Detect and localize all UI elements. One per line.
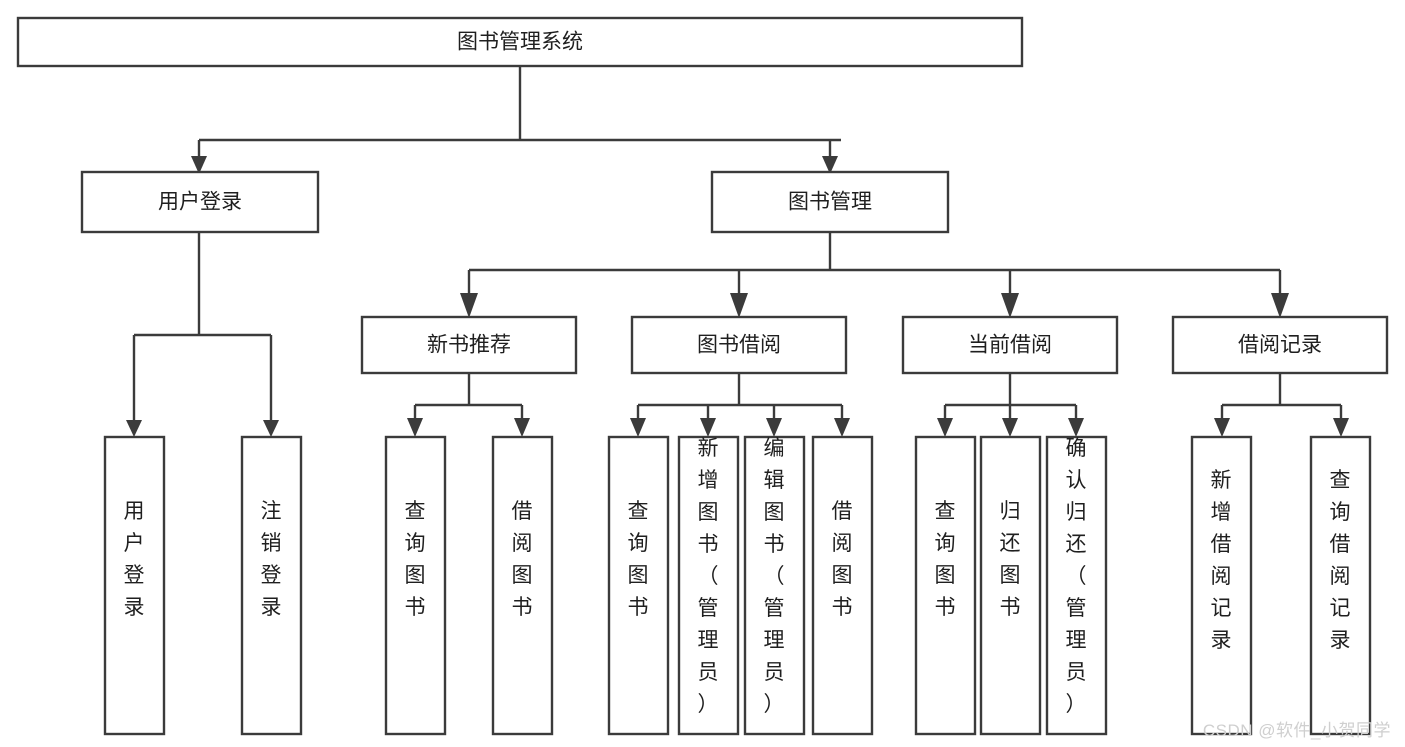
arrow-current-l1 (937, 418, 953, 437)
leaf-logout-box[interactable] (240, 435, 303, 736)
leaf-user-login-box[interactable] (103, 435, 166, 736)
arrow-login-c2 (263, 420, 279, 437)
arrow-bookmgmt-c4 (1271, 293, 1289, 318)
leaf-current-query-book[interactable]: 查询图书 (914, 435, 977, 736)
leaf-user-login-label: 用户登录 (124, 500, 145, 619)
node-book-borrow-label: 图书借阅 (697, 334, 781, 357)
node-user-login-box[interactable] (80, 170, 320, 234)
csdn-watermark: CSDN @软件_小贺同学 (1202, 721, 1391, 740)
node-root[interactable]: 图书管理系统 (16, 16, 1024, 68)
leaf-record-add-label: 新增借阅记录 (1211, 469, 1232, 652)
leaf-current-return-book-label: 归还图书 (1000, 500, 1021, 619)
leaf-logout[interactable]: 注销登录 (240, 435, 303, 736)
leaf-newbook-borrow-book-label: 借阅图书 (512, 500, 533, 619)
node-current-borrow[interactable]: 当前借阅 (901, 315, 1119, 375)
node-user-login[interactable]: 用户登录 (80, 170, 320, 234)
arrow-newbook-l1 (407, 418, 423, 437)
leaf-borrow-add-book-label: 新增图书（管理员） (698, 437, 719, 716)
leaf-borrow-add-book-box[interactable] (677, 435, 740, 736)
node-current-borrow-label: 当前借阅 (968, 334, 1052, 357)
arrow-bookmgmt-c2 (730, 293, 748, 318)
leaf-newbook-borrow-book-box[interactable] (491, 435, 554, 736)
leaf-current-confirm-return-label: 确认归还（管理员） (1066, 437, 1087, 716)
connector-group (126, 66, 1349, 437)
leaf-record-query-label: 查询借阅记录 (1330, 469, 1351, 652)
node-borrow-record-box[interactable] (1171, 315, 1389, 375)
arrow-current-l2 (1002, 418, 1018, 437)
leaf-borrow-edit-book[interactable]: 编辑图书（管理员） (743, 435, 806, 736)
leaf-newbook-query-book-box[interactable] (384, 435, 447, 736)
node-borrow-record[interactable]: 借阅记录 (1171, 315, 1389, 375)
node-new-book-recommend-box[interactable] (360, 315, 578, 375)
node-book-management[interactable]: 图书管理 (710, 170, 950, 234)
leaf-current-confirm-return-box[interactable] (1045, 435, 1108, 736)
leaf-current-confirm-return[interactable]: 确认归还（管理员） (1045, 435, 1108, 736)
arrow-newbook-l2 (514, 418, 530, 437)
node-book-borrow-box[interactable] (630, 315, 848, 375)
arrow-login-c1 (126, 420, 142, 437)
leaf-record-add-box[interactable] (1190, 435, 1253, 736)
node-borrow-record-label: 借阅记录 (1238, 334, 1322, 357)
node-current-borrow-box[interactable] (901, 315, 1119, 375)
leaf-borrow-query-book[interactable]: 查询图书 (607, 435, 670, 736)
arrow-borrow-l4 (834, 418, 850, 437)
leaf-borrow-edit-book-label: 编辑图书（管理员） (764, 437, 785, 716)
arrow-bookmgmt-c1 (460, 293, 478, 318)
leaf-newbook-query-book[interactable]: 查询图书 (384, 435, 447, 736)
leaf-borrow-borrow-book[interactable]: 借阅图书 (811, 435, 874, 736)
arrow-current-l3 (1068, 418, 1084, 437)
leaf-newbook-borrow-book[interactable]: 借阅图书 (491, 435, 554, 736)
leaf-borrow-borrow-book-label: 借阅图书 (832, 500, 853, 619)
leaf-current-query-book-label: 查询图书 (935, 500, 956, 619)
node-user-login-label: 用户登录 (158, 191, 242, 214)
node-book-management-label: 图书管理 (788, 191, 872, 214)
arrow-borrow-l3 (766, 418, 782, 437)
leaf-newbook-query-book-label: 查询图书 (405, 500, 426, 619)
node-new-book-recommend-label: 新书推荐 (427, 334, 511, 357)
arrow-record-l2 (1333, 418, 1349, 437)
leaf-current-return-book-box[interactable] (979, 435, 1042, 736)
leaf-borrow-edit-book-box[interactable] (743, 435, 806, 736)
leaf-borrow-query-book-label: 查询图书 (628, 500, 649, 619)
leaf-borrow-borrow-book-box[interactable] (811, 435, 874, 736)
node-book-borrow[interactable]: 图书借阅 (630, 315, 848, 375)
arrow-bookmgmt-c3 (1001, 293, 1019, 318)
arrow-borrow-l2 (700, 418, 716, 437)
leaf-record-add[interactable]: 新增借阅记录 (1190, 435, 1253, 736)
leaf-user-login[interactable]: 用户登录 (103, 435, 166, 736)
leaf-borrow-add-book[interactable]: 新增图书（管理员） (677, 435, 740, 736)
leaf-borrow-query-book-box[interactable] (607, 435, 670, 736)
leaf-logout-label: 注销登录 (261, 500, 282, 619)
arrow-root-to-bookmgmt (822, 156, 838, 174)
arrow-borrow-l1 (630, 418, 646, 437)
arrow-record-l1 (1214, 418, 1230, 437)
node-root-label: 图书管理系统 (457, 31, 583, 54)
leaf-record-query[interactable]: 查询借阅记录 (1309, 435, 1372, 736)
node-root-box[interactable] (16, 16, 1024, 68)
node-book-management-box[interactable] (710, 170, 950, 234)
leaf-current-query-book-box[interactable] (914, 435, 977, 736)
leaf-record-query-box[interactable] (1309, 435, 1372, 736)
node-new-book-recommend[interactable]: 新书推荐 (360, 315, 578, 375)
leaf-current-return-book[interactable]: 归还图书 (979, 435, 1042, 736)
arrow-root-to-login (191, 156, 207, 174)
